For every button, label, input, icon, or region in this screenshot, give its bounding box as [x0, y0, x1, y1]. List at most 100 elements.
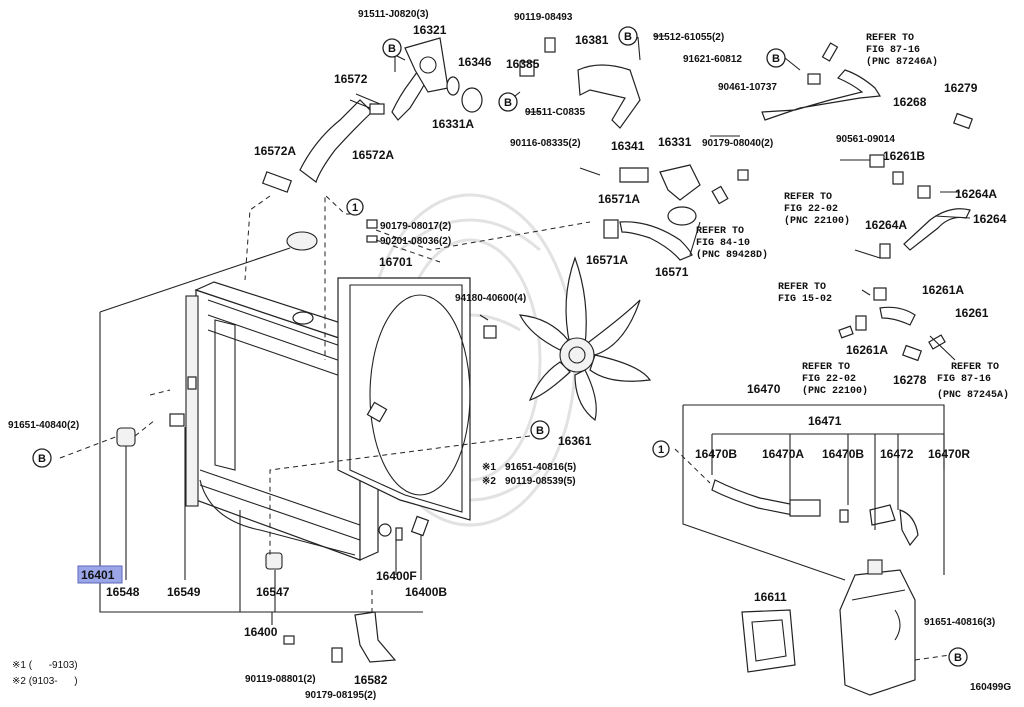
label-16548: 16548 [106, 585, 140, 599]
highlight-16401 [77, 565, 123, 584]
marker-b-6: B [530, 420, 550, 440]
label-16331A: 16331A [432, 117, 474, 131]
svg-text:REFER TO: REFER TO [696, 226, 744, 237]
marker-b-3: B [498, 92, 518, 112]
marker-b-1: B [382, 38, 402, 58]
svg-text:FIG 22-02: FIG 22-02 [784, 204, 838, 215]
label-90119-08539: 90119-08539(5) [505, 476, 576, 487]
svg-text:REFER TO: REFER TO [951, 362, 999, 373]
label-90179-08017: 90179-08017(2) [380, 221, 451, 232]
refer-to-15-02: REFER TO FIG 15-02 [778, 282, 832, 305]
label-16571A-b: 16571A [586, 253, 628, 267]
svg-text:REFER TO: REFER TO [778, 282, 826, 293]
drain-16400F-icon [395, 527, 403, 541]
drain-16400B-icon [410, 515, 430, 537]
label-91512-61055: 91512-61055(2) [653, 32, 724, 43]
bracket-16582-icon [354, 611, 397, 663]
bolt-16549-icon [169, 413, 185, 427]
fan-shroud [337, 277, 471, 521]
label-16278: 16278 [893, 373, 927, 387]
svg-text:B: B [504, 97, 512, 109]
svg-text:FIG 22-02: FIG 22-02 [802, 374, 856, 385]
hose-16261-icon [838, 287, 946, 362]
label-16385: 16385 [506, 57, 540, 71]
svg-text:FIG 87-16: FIG 87-16 [937, 374, 991, 385]
svg-text:(PNC 89428D): (PNC 89428D) [696, 249, 768, 261]
label-16381: 16381 [575, 33, 609, 47]
star1-mark: ※1 [482, 462, 496, 473]
label-16611: 16611 [754, 590, 787, 604]
label-16400: 16400 [244, 625, 278, 639]
svg-text:B: B [954, 652, 962, 664]
refer-to-87-16-a: REFER TO FIG 87-16 (PNC 87246A) [866, 33, 938, 68]
nut-90179-08195-icon [331, 647, 343, 663]
footnote-1: ※1 ( -9103) [12, 660, 78, 671]
label-16401[interactable]: 16401 [81, 568, 115, 582]
figure-code: 160499G [970, 682, 1011, 693]
label-16470A: 16470A [762, 447, 804, 461]
label-90119-08801: 90119-08801(2) [245, 674, 316, 685]
label-16472: 16472 [880, 447, 914, 461]
svg-text:B: B [624, 31, 632, 43]
refer-to-22-02-a: REFER TO FIG 22-02 (PNC 22100) [784, 192, 850, 227]
radiator-filler-neck [292, 311, 314, 325]
hose-16268-icon [761, 42, 973, 130]
reservoir-hoses-icon [711, 479, 919, 547]
label-16572: 16572 [334, 72, 368, 86]
label-16572A-top: 16572A [352, 148, 394, 162]
label-16470B-a: 16470B [695, 447, 737, 461]
label-91651-40816-5: 91651-40816(5) [505, 462, 576, 473]
label-90179-08040: 90179-08040(2) [702, 138, 773, 149]
label-16470: 16470 [747, 382, 781, 396]
cushion-16547-icon [265, 552, 283, 570]
label-94180-40600: 94180-40600(4) [455, 293, 526, 304]
label-16471: 16471 [808, 414, 842, 428]
svg-text:(PNC 22100): (PNC 22100) [784, 215, 850, 227]
bolt-90119-08801-icon [283, 635, 295, 645]
label-90561-09014: 90561-09014 [836, 134, 895, 145]
label-16547: 16547 [256, 585, 290, 599]
label-91511-C0835: 91511-C0835 [525, 107, 585, 118]
reservoir-tank-icon [839, 559, 916, 696]
label-91651-40840: 91651-40840(2) [8, 420, 79, 431]
label-16346: 16346 [458, 55, 492, 69]
radiator-side-tank [185, 295, 199, 507]
label-16400F: 16400F [376, 569, 417, 583]
svg-text:(PNC 22100): (PNC 22100) [802, 385, 868, 397]
svg-text:B: B [536, 425, 544, 437]
label-91621-60812: 91621-60812 [683, 54, 742, 65]
label-16571A-a: 16571A [598, 192, 640, 206]
label-16264A-a: 16264A [955, 187, 997, 201]
label-16571: 16571 [655, 265, 689, 279]
svg-text:FIG 87-16: FIG 87-16 [866, 45, 920, 56]
label-90461-10737: 90461-10737 [718, 82, 777, 93]
refer-to-84-10: REFER TO FIG 84-10 (PNC 89428D) [696, 226, 768, 261]
label-16264A-b: 16264A [865, 218, 907, 232]
mount-parts [116, 219, 497, 663]
radiator-cap-icon [286, 231, 318, 251]
cushion-16548-icon [116, 427, 136, 447]
svg-text:REFER TO: REFER TO [802, 362, 850, 373]
label-16400B: 16400B [405, 585, 447, 599]
marker-b-4: B [766, 48, 786, 68]
svg-text:(PNC 87245A): (PNC 87245A) [937, 389, 1009, 401]
bracket-16381-icon [519, 37, 641, 129]
label-16470B-b: 16470B [822, 447, 864, 461]
label-16261A-b: 16261A [846, 343, 888, 357]
svg-text:FIG 84-10: FIG 84-10 [696, 238, 750, 249]
label-16582: 16582 [354, 673, 388, 687]
svg-text:REFER TO: REFER TO [784, 192, 832, 203]
marker-b-2: B [618, 26, 638, 46]
label-16261B: 16261B [883, 149, 925, 163]
label-16264: 16264 [973, 212, 1007, 226]
label-16268: 16268 [893, 95, 927, 109]
label-16470R: 16470R [928, 447, 970, 461]
svg-text:FIG 15-02: FIG 15-02 [778, 294, 832, 305]
label-16549: 16549 [167, 585, 201, 599]
hose-16264-icon [869, 154, 971, 259]
label-90116-08335: 90116-08335(2) [510, 138, 581, 149]
refer-to-87-16-b: REFER TO FIG 87-16 (PNC 87245A) [937, 362, 1009, 401]
leader-lines [59, 35, 971, 661]
footnote-2: ※2 (9103- ) [12, 676, 78, 687]
